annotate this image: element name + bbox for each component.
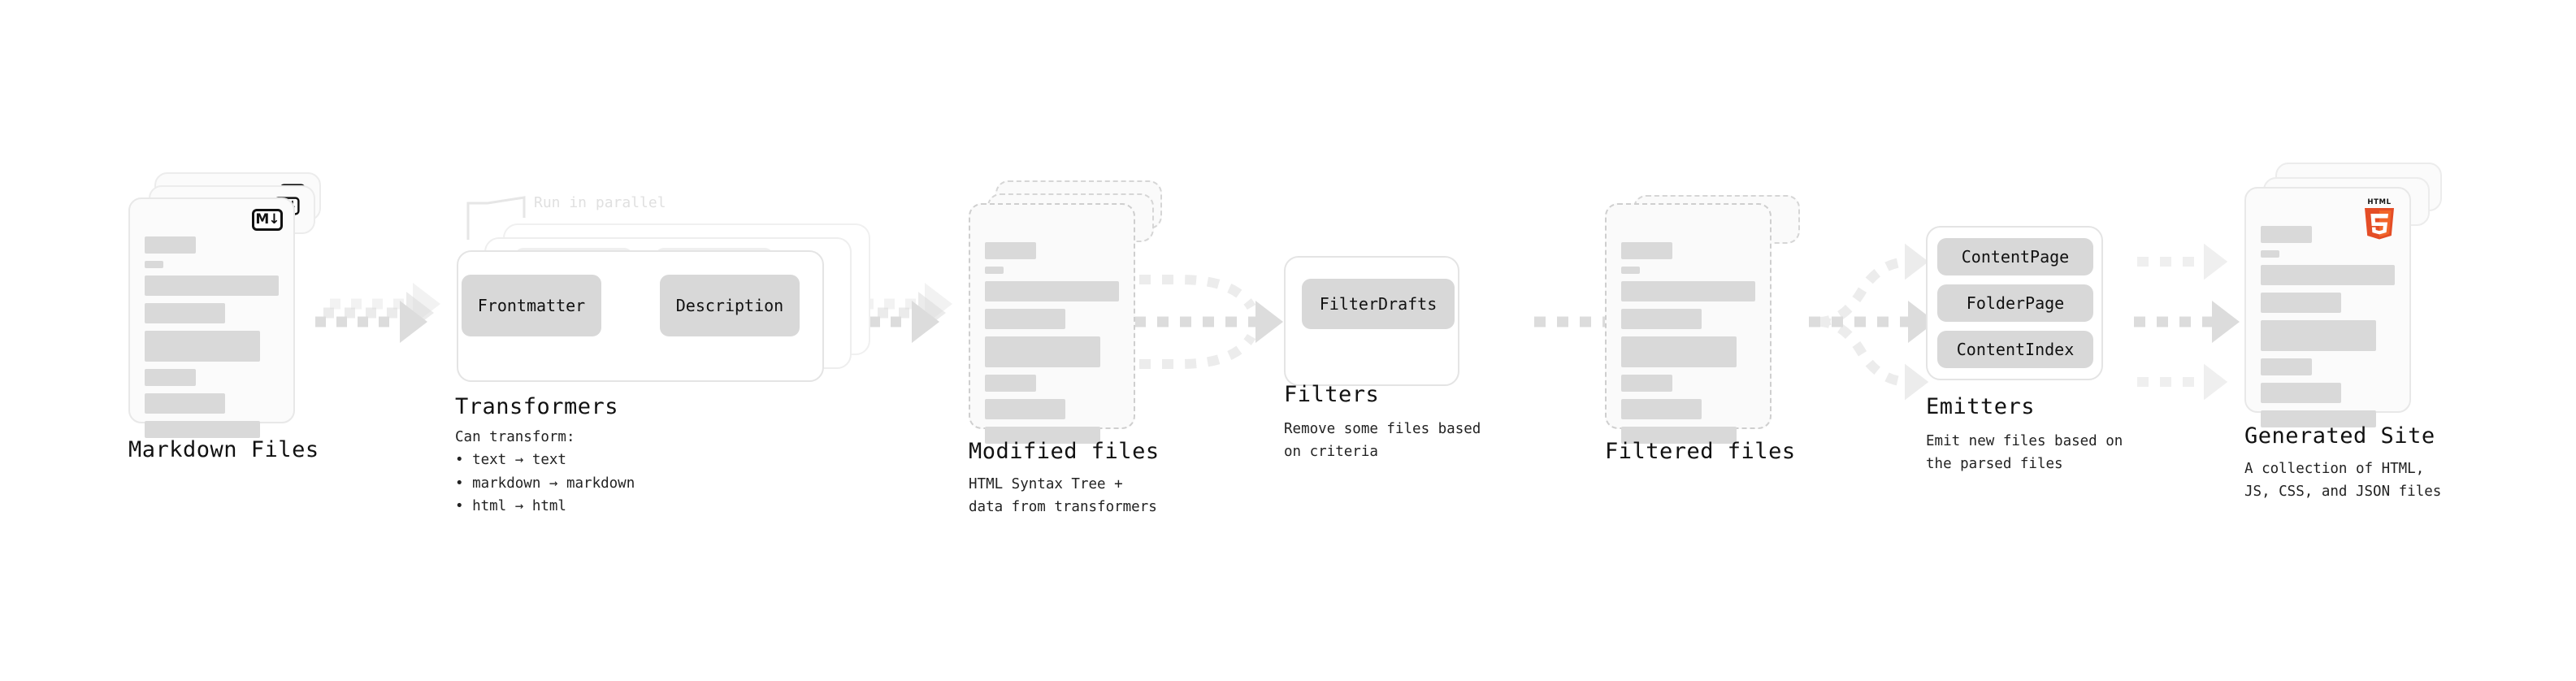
filter-pill-filterdrafts[interactable]: FilterDrafts xyxy=(1302,279,1455,329)
doc-line xyxy=(2261,358,2312,375)
run-in-parallel-bracket xyxy=(466,196,526,240)
fan-out-arrow-icon xyxy=(1809,243,1936,401)
stage-title-filters: Filters xyxy=(1284,382,1380,407)
doc-line xyxy=(2261,383,2341,403)
stage-subtitle-filters: Remove some files based on criteria xyxy=(1284,421,1481,461)
doc-line xyxy=(2261,265,2395,285)
transformer-pill-frontmatter[interactable]: Frontmatter xyxy=(462,275,601,336)
svg-text:HTML: HTML xyxy=(2367,198,2391,206)
doc-line xyxy=(145,421,260,438)
modified-file-card[interactable] xyxy=(969,203,1135,444)
stage-title-markdown-files: Markdown Files xyxy=(128,437,319,462)
doc-line xyxy=(985,242,1036,259)
emitter-pill-folderpage[interactable]: FolderPage xyxy=(1937,284,2093,322)
markdown-file-card[interactable]: M↓ xyxy=(128,197,295,438)
doc-line xyxy=(1621,242,1672,259)
doc-line xyxy=(1621,336,1737,367)
stage-title-filtered-files: Filtered files xyxy=(1605,439,1796,464)
doc-line xyxy=(1621,309,1702,329)
doc-line xyxy=(145,261,164,268)
stage-title-emitters: Emitters xyxy=(1926,394,2036,419)
filtered-file-card[interactable] xyxy=(1605,203,1772,444)
doc-line xyxy=(1621,375,1672,392)
doc-line xyxy=(2261,320,2376,351)
stage-subtitle-emitters: Emit new files based on the parsed files xyxy=(1926,433,2123,473)
doc-line xyxy=(985,336,1100,367)
doc-line xyxy=(985,375,1036,392)
doc-line xyxy=(145,303,225,323)
doc-line xyxy=(1621,399,1702,419)
doc-line xyxy=(145,331,260,362)
emitter-pill-contentpage[interactable]: ContentPage xyxy=(1937,238,2093,275)
dashed-arrow-icon xyxy=(315,283,440,343)
stage-subtitle-generated-site: A collection of HTML, JS, CSS, and JSON … xyxy=(2244,461,2442,501)
doc-line xyxy=(985,399,1065,419)
transformer-pill-description[interactable]: Description xyxy=(660,275,800,336)
stage-title-transformers: Transformers xyxy=(455,394,619,419)
run-in-parallel-label: Run in parallel xyxy=(534,194,666,211)
doc-line xyxy=(145,236,196,254)
doc-line xyxy=(1621,281,1755,301)
stage-subtitle-transformers: Can transform: • text → text • markdown … xyxy=(455,429,635,515)
doc-line xyxy=(985,309,1065,329)
generated-site-card[interactable]: HTML xyxy=(2244,187,2411,427)
html5-badge-icon: HTML xyxy=(2365,198,2394,240)
doc-line xyxy=(985,267,1004,274)
stage-subtitle-modified-files: HTML Syntax Tree + data from transformer… xyxy=(969,476,1157,516)
doc-line xyxy=(1621,427,1737,444)
doc-line xyxy=(2261,293,2341,313)
doc-line xyxy=(2261,226,2312,243)
doc-line xyxy=(985,427,1100,444)
stage-title-modified-files: Modified files xyxy=(969,439,1160,464)
markdown-badge-icon: M↓ xyxy=(252,209,283,231)
doc-line xyxy=(145,275,279,296)
doc-line xyxy=(1621,267,1641,274)
doc-line xyxy=(2261,250,2280,258)
doc-line xyxy=(985,281,1119,301)
doc-line xyxy=(145,369,196,386)
doc-line xyxy=(2261,410,2376,427)
emitter-pill-contentindex[interactable]: ContentIndex xyxy=(1937,331,2093,368)
stage-title-generated-site: Generated Site xyxy=(2244,423,2435,449)
doc-line xyxy=(145,393,225,414)
